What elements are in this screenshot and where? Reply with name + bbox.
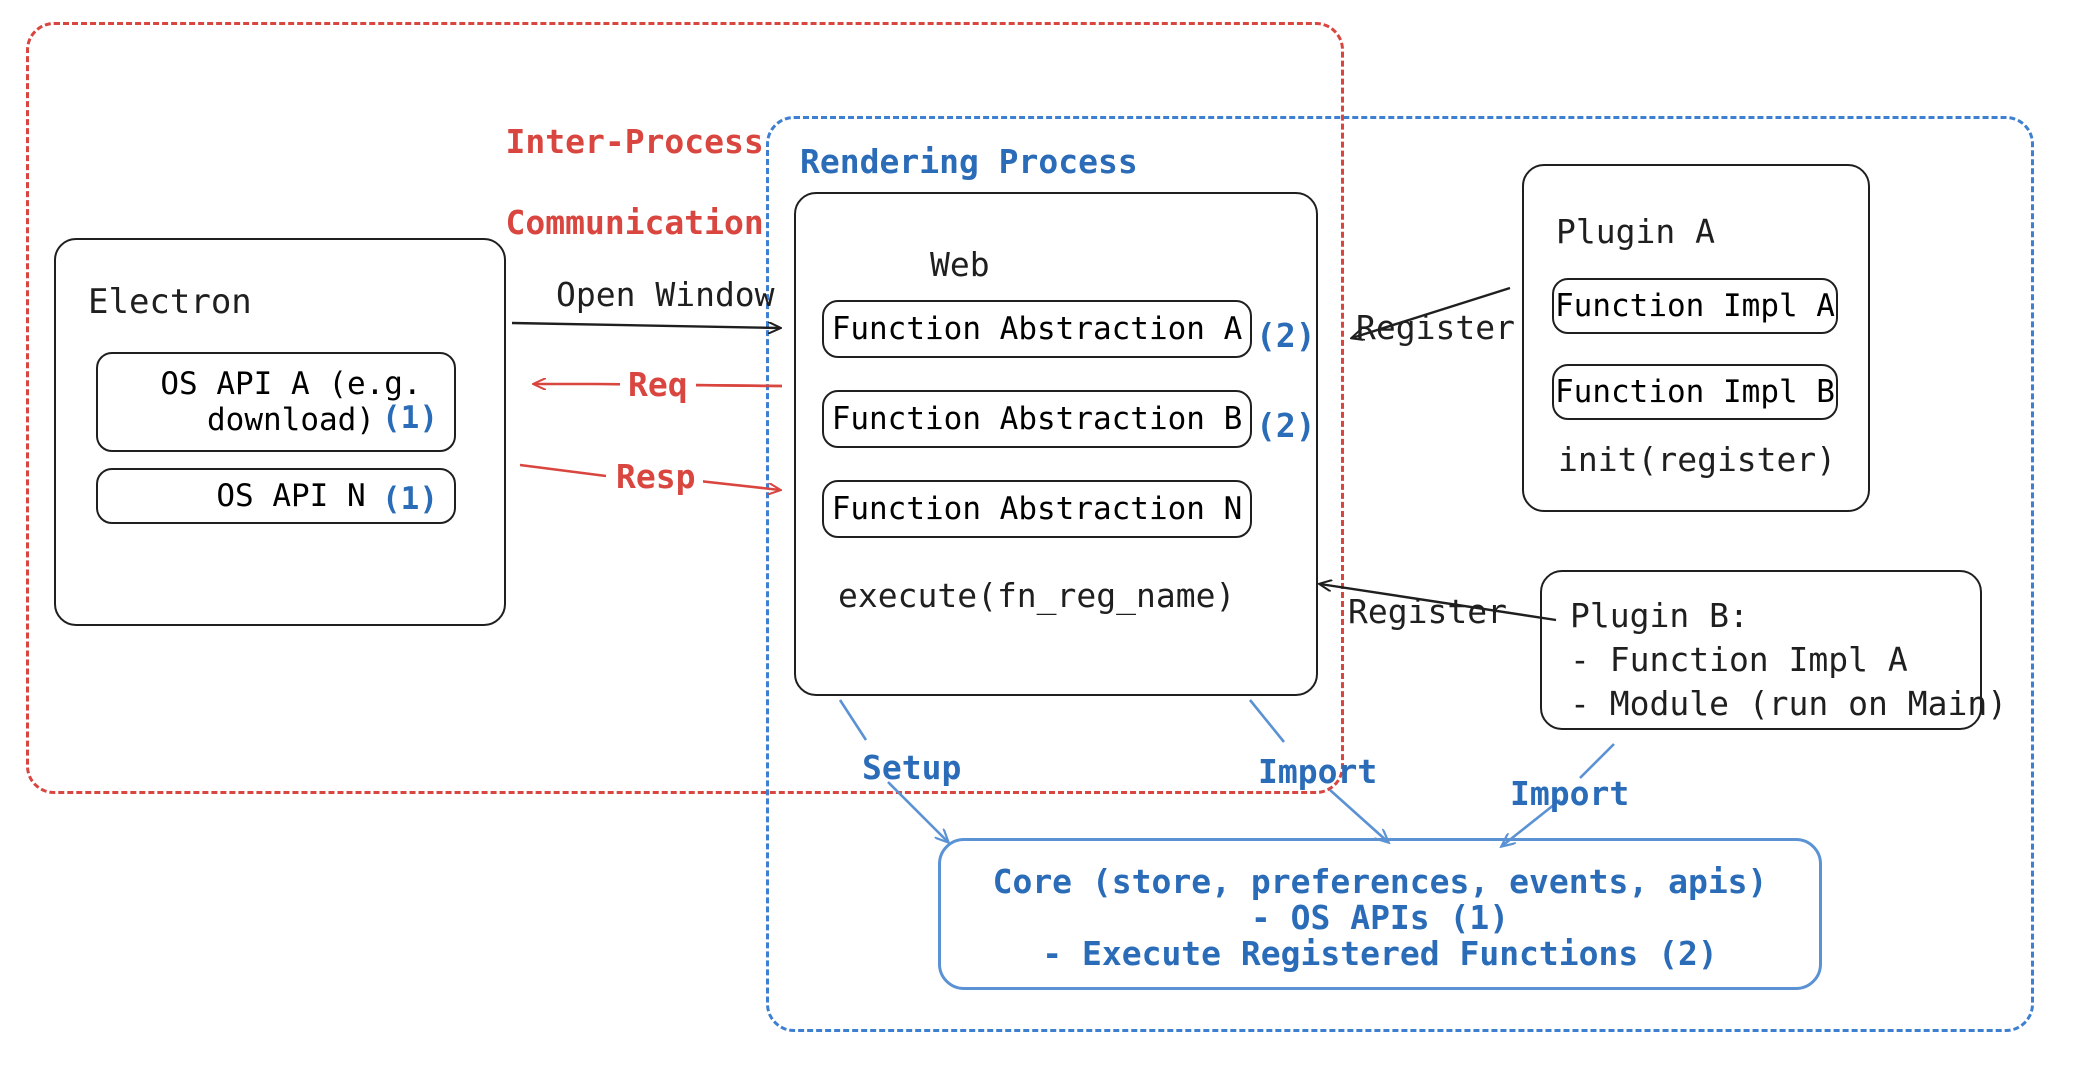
- function-abstraction-b-label: Function Abstraction B: [831, 401, 1243, 437]
- os-api-a-marker: (1): [382, 400, 438, 436]
- plugin-a-box[interactable]: [1522, 164, 1870, 512]
- register-plugin-b-label: Register: [1348, 592, 1507, 631]
- plugin-a-init-label: init(register): [1558, 440, 1837, 479]
- function-abstraction-n-label: Function Abstraction N: [831, 491, 1243, 527]
- os-api-n-box[interactable]: OS API N: [96, 468, 456, 524]
- function-abstraction-n-box[interactable]: Function Abstraction N: [822, 480, 1252, 538]
- setup-label: Setup: [862, 748, 962, 787]
- function-abstraction-a-label: Function Abstraction A: [831, 311, 1243, 347]
- plugin-a-function-impl-a-box[interactable]: Function Impl A: [1552, 278, 1838, 334]
- core-box[interactable]: [938, 838, 1822, 990]
- ipc-region-label: Inter-Process Communication: [426, 82, 764, 283]
- web-title: Web: [930, 245, 990, 284]
- req-label: Req: [620, 365, 696, 406]
- plugin-b-item-function-impl-a: - Function Impl A: [1570, 640, 1908, 679]
- electron-title: Electron: [88, 282, 252, 322]
- os-api-a-box[interactable]: OS API A (e.g. download): [96, 352, 456, 452]
- plugin-b-box[interactable]: [1540, 570, 1982, 730]
- electron-box[interactable]: [54, 238, 506, 626]
- os-api-a-label: OS API A (e.g. download): [160, 366, 422, 438]
- plugin-a-function-impl-a-label: Function Impl A: [1555, 288, 1835, 324]
- function-abstraction-a-box[interactable]: Function Abstraction A: [822, 300, 1252, 358]
- import-plugin-label: Import: [1510, 774, 1630, 813]
- plugin-a-function-impl-b-label: Function Impl B: [1555, 374, 1835, 410]
- web-execute-label: execute(fn_reg_name): [838, 576, 1236, 615]
- plugin-a-title: Plugin A: [1556, 212, 1715, 251]
- ipc-label-line2: Communication: [505, 202, 764, 242]
- rendering-process-label: Rendering Process: [800, 142, 1138, 181]
- rendering-process-region-boundary: [766, 116, 2034, 1032]
- open-window-label: Open Window: [556, 275, 775, 314]
- ipc-region-boundary: [26, 22, 1344, 794]
- core-line-3: - Execute Registered Functions (2): [1042, 934, 1718, 973]
- web-box[interactable]: [794, 192, 1318, 696]
- os-api-n-label: OS API N: [216, 478, 366, 514]
- register-plugin-a-label: Register: [1356, 308, 1515, 347]
- function-abstraction-b-marker: (2): [1256, 406, 1316, 445]
- core-line-1: Core (store, preferences, events, apis): [992, 862, 1768, 901]
- import-web-label: Import: [1258, 752, 1378, 791]
- function-abstraction-a-marker: (2): [1256, 316, 1316, 355]
- function-abstraction-b-box[interactable]: Function Abstraction B: [822, 390, 1252, 448]
- plugin-a-function-impl-b-box[interactable]: Function Impl B: [1552, 364, 1838, 420]
- os-api-n-marker: (1): [382, 481, 438, 517]
- ipc-label-line1: Inter-Process: [505, 122, 764, 162]
- plugin-b-item-module: - Module (run on Main): [1570, 684, 2008, 723]
- plugin-b-title: Plugin B:: [1570, 596, 1749, 635]
- core-line-2: - OS APIs (1): [1250, 898, 1510, 937]
- resp-label: Resp: [608, 457, 704, 498]
